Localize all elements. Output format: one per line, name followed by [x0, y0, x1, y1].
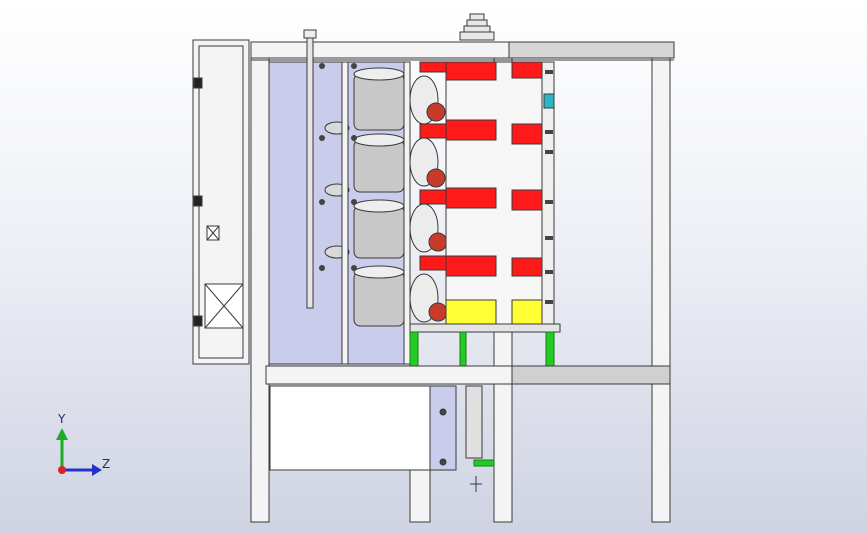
coordinate-triad [56, 428, 102, 476]
motor-assemblies [319, 63, 448, 327]
motor-unit-3 [324, 199, 448, 259]
lower-housing [269, 385, 483, 492]
axis-label-y: Y [58, 412, 66, 426]
top-fitting [459, 13, 495, 41]
motor-unit-1 [324, 67, 446, 135]
motor-unit-4 [353, 265, 448, 327]
drum-base-plate [409, 323, 561, 333]
motor-unit-2 [324, 133, 446, 197]
axis-origin-icon [58, 466, 66, 474]
right-rail [541, 61, 555, 325]
bay-dividers [341, 61, 411, 365]
top-beam [250, 41, 675, 61]
drum-column [419, 61, 543, 325]
middle-beam [265, 365, 671, 385]
control-cabinet [192, 39, 250, 365]
axis-label-z: Z [102, 457, 111, 471]
guide-rod [303, 29, 317, 309]
